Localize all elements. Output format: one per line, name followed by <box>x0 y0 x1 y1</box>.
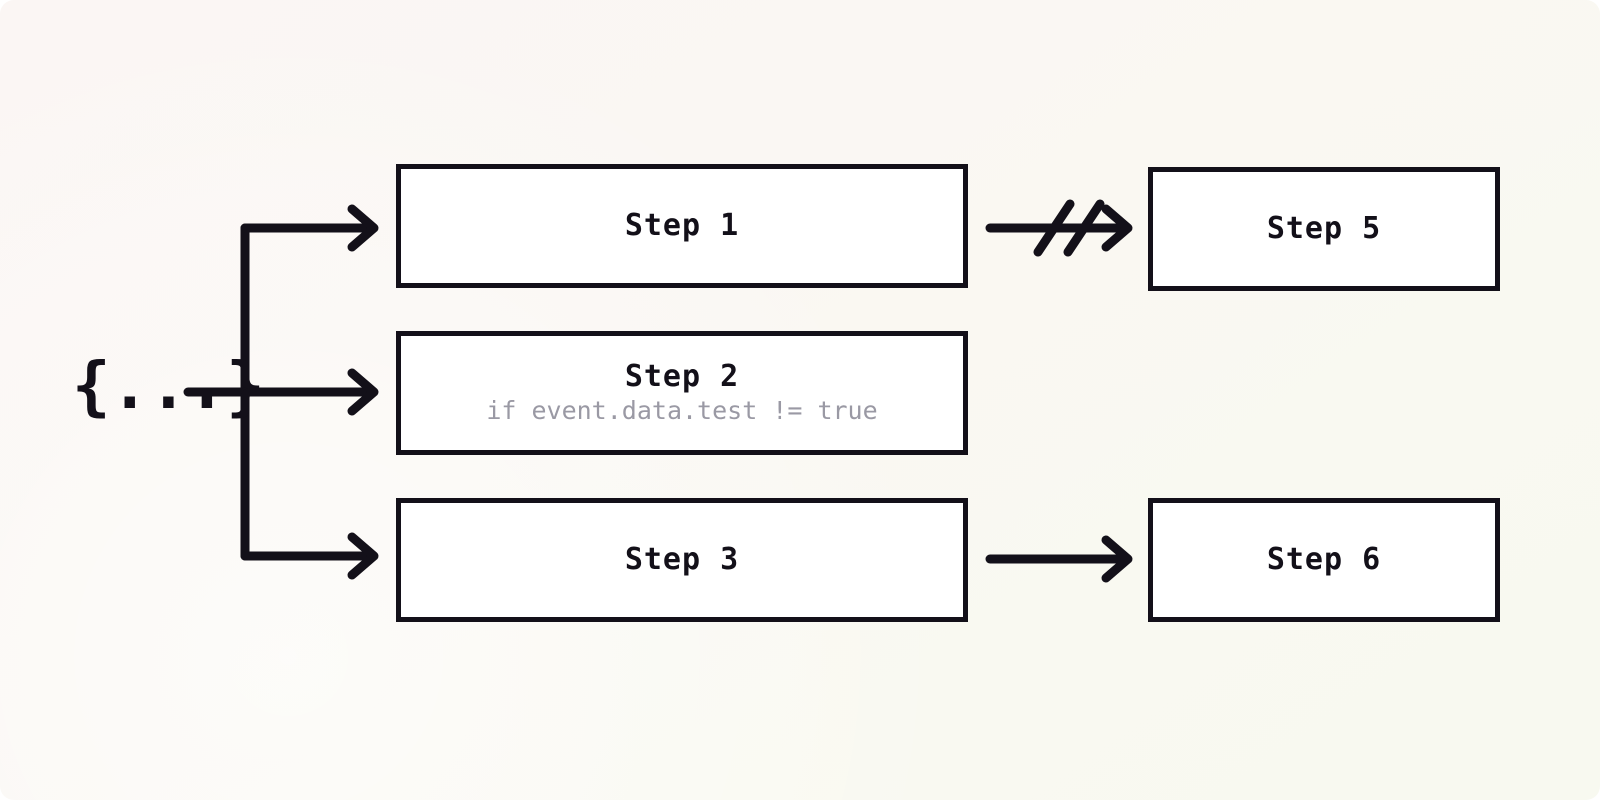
node-step-3-title: Step 3 <box>624 541 740 577</box>
node-step-2-title: Step 2 <box>624 358 740 394</box>
arrowhead-to-step-1 <box>347 204 379 252</box>
node-step-2-condition: if event.data.test != true <box>486 396 878 426</box>
arrowhead-to-step-6 <box>1101 535 1133 583</box>
event-payload-source[interactable]: {...} <box>72 350 265 424</box>
arrowhead-to-step-5 <box>1101 204 1133 252</box>
arrowhead-to-step-2 <box>347 368 379 416</box>
blocked-slash-second <box>1063 199 1105 257</box>
arrowhead-to-step-3 <box>347 532 379 580</box>
node-step-6[interactable]: Step 6 <box>1148 498 1500 622</box>
node-step-1-title: Step 1 <box>624 207 740 243</box>
node-step-5[interactable]: Step 5 <box>1148 167 1500 291</box>
node-step-3[interactable]: Step 3 <box>396 498 968 622</box>
node-step-6-title: Step 6 <box>1266 541 1382 577</box>
node-step-2[interactable]: Step 2 if event.data.test != true <box>396 331 968 455</box>
blocked-slash-first <box>1033 199 1075 257</box>
node-step-5-title: Step 5 <box>1266 210 1382 246</box>
node-step-1[interactable]: Step 1 <box>396 164 968 288</box>
